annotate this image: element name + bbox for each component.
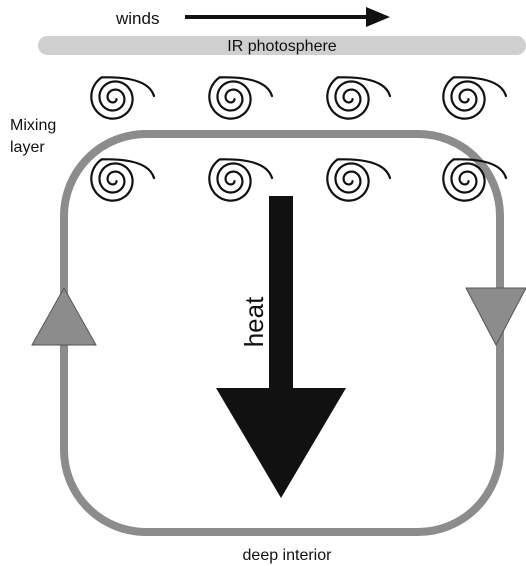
mixing-eddies [90, 76, 508, 202]
eddy-swirl-icon [326, 158, 392, 202]
eddy-swirl-icon [326, 76, 392, 120]
heat-arrow-shaft [269, 196, 293, 390]
heat-arrow-head [216, 388, 346, 498]
upward-flow-arrowhead [31, 286, 97, 346]
ir-photosphere-label: IR photosphere [227, 38, 337, 55]
winds-arrow-head [366, 7, 390, 27]
winds-label: winds [115, 9, 159, 28]
eddy-swirl-icon [90, 158, 156, 202]
eddy-swirl-icon [208, 76, 274, 120]
heat-label: heat [239, 296, 269, 347]
eddy-swirl-icon [442, 76, 508, 120]
eddy-swirl-icon [442, 158, 508, 202]
deep-interior-label: deep interior [243, 547, 333, 564]
eddy-swirl-icon [208, 158, 274, 202]
mixing-layer-label-line1: Mixing [10, 117, 56, 134]
ir-photosphere-band [38, 36, 526, 55]
eddy-swirl-icon [90, 76, 156, 120]
downward-flow-arrowhead [465, 287, 526, 347]
mixing-layer-label-line2: layer [10, 139, 45, 156]
